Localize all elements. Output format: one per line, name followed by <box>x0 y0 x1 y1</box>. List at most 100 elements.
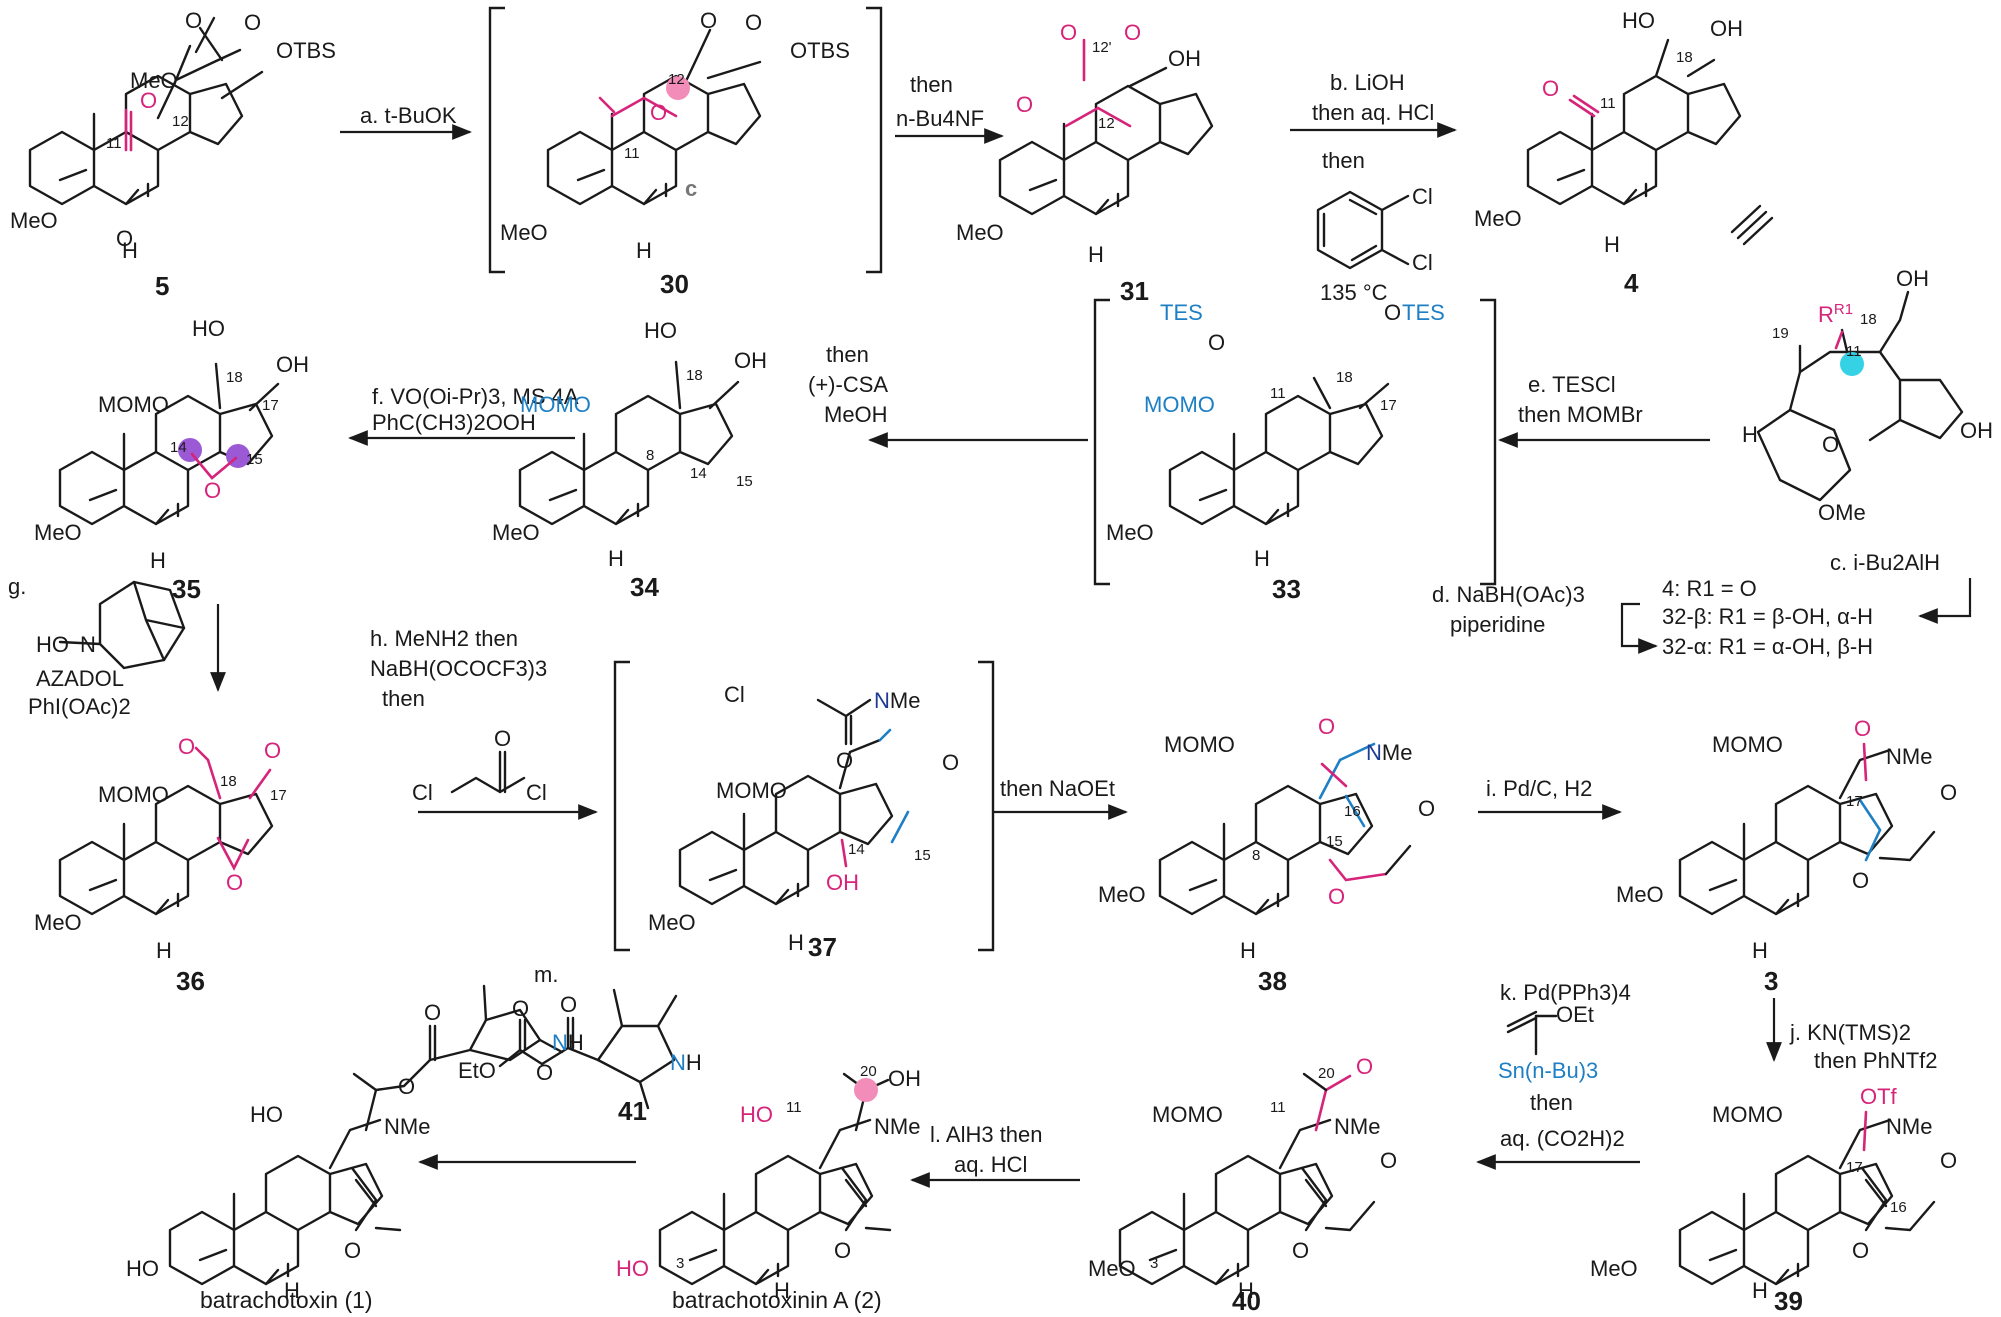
reagent-d-2: piperidine <box>1450 612 1545 637</box>
reagent-then: then <box>826 342 869 367</box>
reagent-nbu4nf: n-Bu4NF <box>896 106 984 131</box>
h-label: H <box>1238 1278 1254 1303</box>
ketone-o-label: O <box>1016 92 1033 117</box>
atom-number: 17 <box>262 397 279 414</box>
compound-37-structure: Cl O NMe O OH 14 15 MOMO MeO H 37 <box>648 682 959 962</box>
compound-36-structure: O 18 O 17 O MOMO MeO H 36 <box>34 734 287 996</box>
atom-number: 12 <box>172 113 189 130</box>
chlorine-label: Cl <box>724 682 745 707</box>
methoxy-label: MeO <box>10 208 58 233</box>
reagent-a: a. t-BuOK <box>360 103 457 128</box>
atom-number: 11 <box>1270 385 1286 402</box>
ether-o-label: O <box>1208 330 1225 355</box>
atom-number: 11 <box>1846 343 1862 360</box>
otbs-label: OTBS <box>790 38 850 63</box>
compound-number: 37 <box>808 932 837 962</box>
compound-34-structure: MOMO HO 18 OH 8 14 15 MeO H 34 <box>492 318 767 602</box>
compound-4-structure: O 11 HO 18 OH MeO H 4 <box>1474 8 1774 298</box>
lactone-o-label: O <box>1060 20 1077 45</box>
chlorine-label: Cl <box>1412 250 1433 275</box>
compound-32-3d-structure: RR1 11 19 18 OH OH H O OMe <box>1742 266 1993 525</box>
momo-label: MOMO <box>1164 732 1235 757</box>
equivalence-symbol <box>1730 204 1774 246</box>
pyrrole-nh-label: NH <box>552 1030 584 1055</box>
compound-1-name: batrachotoxin (1) <box>200 1287 373 1313</box>
oh-label: OH <box>734 348 767 373</box>
reagent-j-2: then PhNTf2 <box>1814 1048 1938 1073</box>
oh-label: OH <box>276 352 309 377</box>
atom-number: 18 <box>220 773 237 790</box>
atom-number: 8 <box>646 447 654 464</box>
reagent-h-1: h. MeNH2 then <box>370 626 518 651</box>
atom-number: 19 <box>1772 325 1789 342</box>
reagent-i: i. Pd/C, H2 <box>1486 776 1592 801</box>
reagent-k-4: then <box>1530 1090 1573 1115</box>
ether-o-label: O <box>834 1238 851 1263</box>
ketone-o-label: O <box>1356 1054 1373 1079</box>
atom-number: 18 <box>686 367 703 384</box>
reagent-b-1: b. LiOH <box>1330 70 1405 95</box>
methoxy-label: MeO <box>1098 882 1146 907</box>
oh-label: OH <box>1710 16 1743 41</box>
compound-number: 3 <box>1764 966 1778 996</box>
h-label: H <box>1088 242 1104 267</box>
reagent-k-1: k. Pd(PPh3)4 <box>1500 980 1631 1005</box>
oh-label: OH <box>1168 46 1201 71</box>
ketone-o-label: O <box>264 738 281 763</box>
ho-label: HO <box>126 1256 159 1281</box>
reagent-f-1: f. VO(Oi-Pr)3, MS 4A <box>372 384 579 409</box>
methoxy-label: MeO <box>1088 1256 1136 1281</box>
tes-label: TES <box>1160 300 1203 325</box>
azadol-structure: N HO <box>36 580 186 670</box>
reagent-then-naoet: then NaOEt <box>1000 776 1115 801</box>
oh-label: OH <box>888 1066 921 1091</box>
nme-label: NMe <box>874 1114 920 1139</box>
highlight-c11 <box>1840 352 1864 376</box>
ho-label: HO <box>644 318 677 343</box>
chlorine-label: Cl <box>1412 184 1433 209</box>
compound-30-structure: O O OTBS O 11 12 c MeO H 30 <box>500 8 850 299</box>
compound-number: 40 <box>1232 1286 1261 1316</box>
carbonyl-o-label: O <box>1318 714 1335 739</box>
lactone-o-label: O <box>244 10 261 35</box>
h-label: H <box>788 930 804 955</box>
momo-label: MOMO <box>1712 1102 1783 1127</box>
chlorine-label: Cl <box>526 780 547 805</box>
nme-label: NMe <box>1886 1114 1932 1139</box>
h-label: H <box>156 938 172 963</box>
amide-o-label: O <box>1940 780 1957 805</box>
lactone-o-label: O <box>1124 20 1141 45</box>
ether-o-label: O <box>344 1238 361 1263</box>
atom-number: 15 <box>246 451 263 468</box>
compound-38-structure: O NMe O 16 15 8 O MOMO MeO H 38 <box>1098 714 1435 996</box>
bracket-left <box>488 6 505 274</box>
compound-number: 4 <box>1624 268 1639 298</box>
atom-number: 11 <box>106 135 122 152</box>
ester-o-label: O <box>398 1074 415 1099</box>
carbonyl-o-label: O <box>560 992 577 1017</box>
ho-label: HO <box>36 632 69 657</box>
bracket-left <box>613 660 630 952</box>
reagent-e-1: e. TESCl <box>1528 372 1616 397</box>
o-label: O <box>1384 300 1401 325</box>
epoxide-o-label: O <box>204 478 221 503</box>
amide-o-label: O <box>1418 796 1435 821</box>
h-label: H <box>774 1278 790 1303</box>
methoxy-label: MeO <box>492 520 540 545</box>
ho-label: HO <box>616 1256 649 1281</box>
h-label: H <box>1752 1278 1768 1303</box>
momo-label: MOMO <box>98 782 169 807</box>
methoxy-label: MeO <box>130 68 178 93</box>
amide-o-label: O <box>1940 1148 1957 1173</box>
compound-3-structure: O NMe O 17 O MOMO MeO H 3 <box>1616 716 1957 996</box>
momo-label: MOMO <box>98 392 169 417</box>
atom-number: 18 <box>1860 311 1877 328</box>
oh-label: OH <box>1960 418 1993 443</box>
ethoxyvinylstannane-structure: OEt Sn(n-Bu)3 <box>1498 1002 1598 1083</box>
reagent-k-5: aq. (CO2H)2 <box>1500 1126 1625 1151</box>
dichlorobenzene-structure: Cl Cl <box>1316 184 1433 275</box>
methoxy-label: MeO <box>648 910 696 935</box>
reagent-csa: (+)-CSA <box>808 372 888 397</box>
legend-line-2: 32-β: R1 = β-OH, α-H <box>1662 604 1873 629</box>
atom-number: 18 <box>1336 369 1353 386</box>
